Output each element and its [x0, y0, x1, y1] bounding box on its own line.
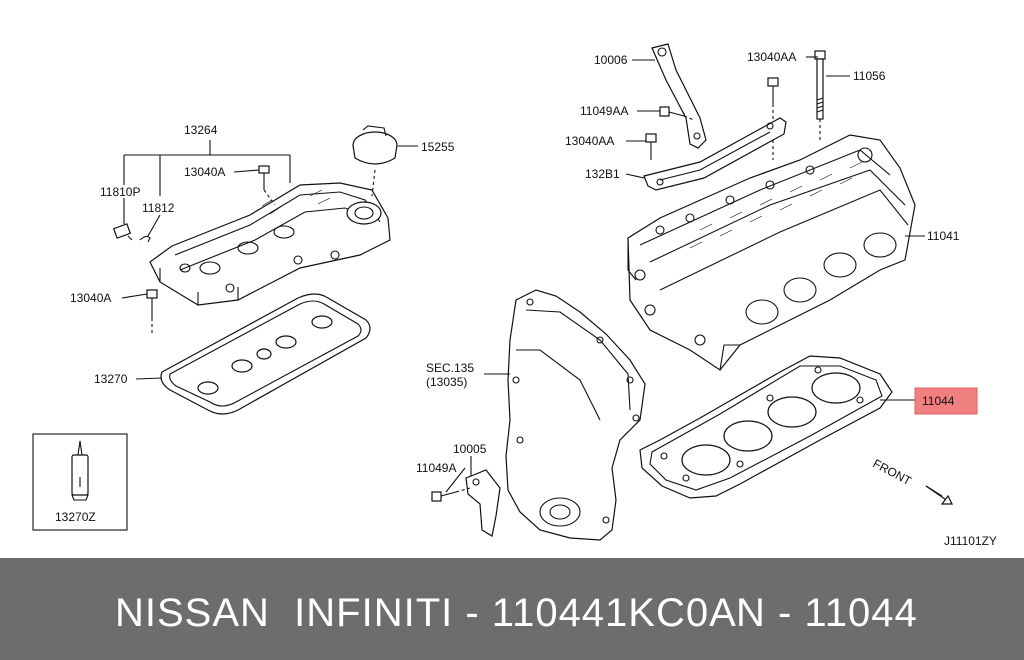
label-11810P: 11810P: [100, 185, 140, 199]
label-11049AA: 11049AA: [580, 104, 629, 118]
label-sec135: SEC.135: [426, 361, 474, 375]
label-11049A: 11049A: [416, 461, 456, 475]
pcv-valve-11810P-drawing: [112, 223, 133, 241]
cylinder-head-drawing: [627, 134, 916, 371]
bolt-13040AA-mid-drawing: [645, 133, 657, 160]
bolt-13040A-bottom-drawing: [146, 289, 158, 335]
label-13035: (13035): [426, 375, 467, 389]
part-labels: 13264 13040A 11810P 11812 15255 13040A 1…: [55, 50, 997, 548]
label-13270: 13270: [94, 372, 128, 386]
label-13040A-bottom: 13040A: [70, 291, 111, 305]
label-11041: 11041: [927, 229, 960, 243]
label-10006: 10006: [594, 53, 628, 67]
timing-chain-case-drawing: [505, 289, 646, 541]
label-13040AA-mid: 13040AA: [565, 134, 614, 148]
cylinder-head-gasket-drawing: [639, 355, 893, 499]
bolt-13040AA-top-drawing: [767, 77, 779, 160]
13264-leader-lines: [123, 140, 291, 237]
diagram-id: J11101ZY: [944, 534, 997, 548]
bolt-13040A-top-drawing: [258, 165, 276, 206]
sealant-13270Z-box: [32, 433, 128, 531]
label-11812: 11812: [142, 201, 175, 215]
pcv-hose-11812-drawing: [139, 235, 151, 243]
label-132B1: 132B1: [585, 167, 620, 181]
brand-part-number: NISSAN INFINITI - 110441KC0A: [115, 591, 737, 635]
leader-lines: [121, 56, 925, 493]
diagram-reference-number: N - 11044: [736, 591, 918, 635]
label-11056: 11056: [853, 69, 886, 83]
label-front: FRONT: [871, 456, 915, 488]
label-15255: 15255: [421, 140, 455, 154]
oil-filler-cap-drawing: [352, 125, 398, 197]
highlight-11044: [914, 387, 978, 415]
bolt-11049A-drawing: [431, 487, 471, 502]
rocker-cover-gasket-drawing: [160, 293, 371, 415]
label-13270Z: 13270Z: [55, 510, 96, 524]
rocker-cover-drawing: [149, 182, 391, 306]
head-bolt-11056-drawing: [814, 50, 826, 142]
label-11044: 11044: [922, 394, 955, 408]
label-13040AA-top: 13040AA: [747, 50, 796, 64]
bracket-132B1-drawing: [643, 117, 787, 191]
label-13264: 13264: [184, 123, 218, 137]
part-number-footer: NISSAN INFINITI - 110441KC0A N - 11044: [0, 558, 1024, 660]
engine-slinger-10006-drawing: [651, 43, 707, 149]
front-direction-arrow: [925, 485, 953, 505]
label-10005: 10005: [453, 442, 487, 456]
label-13040A-top: 13040A: [184, 165, 225, 179]
engine-parts-diagram: 13264 13040A 11810P 11812 15255 13040A 1…: [32, 43, 997, 548]
bracket-10005-drawing: [465, 469, 501, 537]
